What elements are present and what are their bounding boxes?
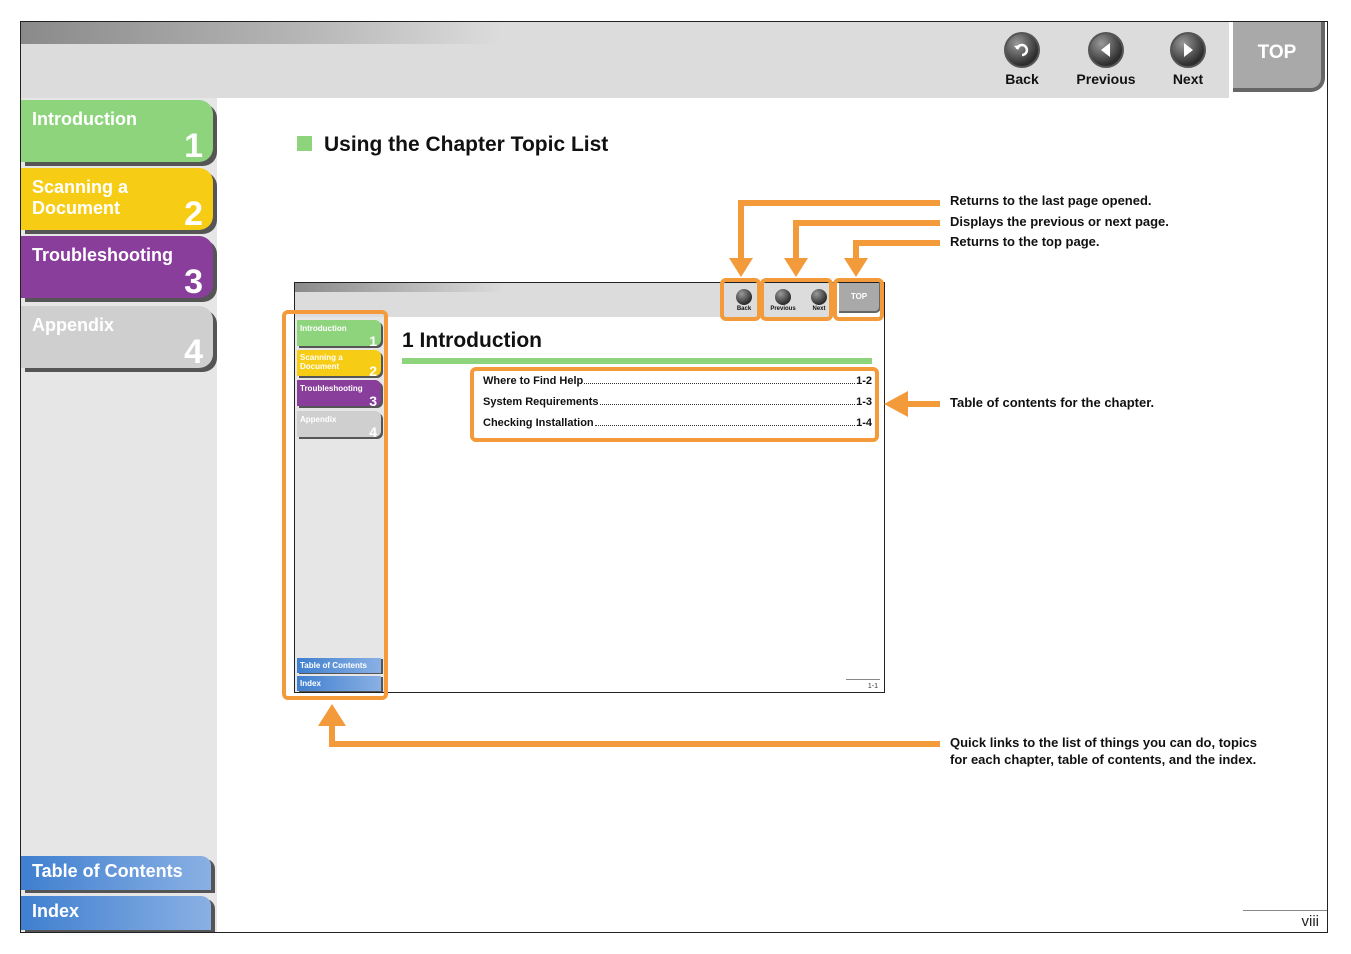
sidebar-item-troubleshooting[interactable]: Troubleshooting 3 <box>21 236 213 301</box>
callout-top: Returns to the top page. <box>950 234 1100 249</box>
mini-toc-title: Where to Find Help <box>483 375 584 387</box>
chapter-label: Introduction <box>32 109 137 129</box>
mini-top-button: TOP <box>839 283 881 313</box>
previous-button[interactable]: Previous <box>1071 32 1141 94</box>
mini-chapter-label: Troubleshooting <box>300 384 363 393</box>
sidebar-item-appendix[interactable]: Appendix 4 <box>21 306 213 371</box>
chapter-label: Troubleshooting <box>32 245 173 265</box>
mini-table-of-contents-link: Table of Contents <box>297 658 381 673</box>
sidebar-index-link[interactable]: Index <box>21 896 211 930</box>
mini-toc-title: System Requirements <box>483 396 599 408</box>
mini-chapter-troubleshooting: Troubleshooting 3 <box>297 380 381 409</box>
mini-toc-row: Where to Find Help 1-2 <box>483 375 872 387</box>
mini-back-icon <box>736 289 752 305</box>
mini-toc-leader <box>584 375 856 384</box>
mini-toc-title: Checking Installation <box>483 417 594 429</box>
top-button[interactable]: TOP <box>1229 22 1327 98</box>
sidebar-table-of-contents-link[interactable]: Table of Contents <box>21 856 211 890</box>
page-number: viii <box>1301 913 1320 930</box>
next-icon <box>1170 32 1206 68</box>
mini-chapter-appendix: Appendix 4 <box>297 411 381 440</box>
mini-toc-page: 1-3 <box>856 396 872 408</box>
mini-chapter-label: Introduction <box>300 324 347 333</box>
chapter-label: Scanning a Document <box>32 177 129 218</box>
mini-next-button: Next <box>802 289 836 312</box>
previous-label: Previous <box>1076 71 1136 87</box>
mini-previous-label: Previous <box>770 306 796 312</box>
callout-toc: Table of contents for the chapter. <box>950 395 1155 410</box>
chapter-number: 4 <box>184 333 203 371</box>
callout-quick-links-line1: Quick links to the list of things you ca… <box>950 735 1257 750</box>
sidebar: Introduction 1 Scanning a Document 2 Tro… <box>21 98 217 932</box>
mini-chapter-introduction: Introduction 1 <box>297 320 381 349</box>
mini-chapter-label-line2: Document <box>300 362 340 371</box>
page-frame: Back Previous Next TOP Introduction 1 Sc… <box>20 21 1328 933</box>
mini-toc-row: Checking Installation 1-4 <box>483 417 872 429</box>
mini-toc-row: System Requirements 1-3 <box>483 396 872 408</box>
mini-chapter-label-line1: Scanning a <box>300 353 343 362</box>
mini-chapter-number: 2 <box>369 363 377 379</box>
mini-chapter-title: 1 Introduction <box>402 329 542 353</box>
mini-toc-page: 1-2 <box>856 375 872 387</box>
highlight-top-button <box>833 278 884 321</box>
mini-next-icon <box>811 289 827 305</box>
back-button[interactable]: Back <box>987 32 1057 94</box>
mini-chapter-number: 1 <box>369 333 377 349</box>
mini-chapter-label: Appendix <box>300 415 337 424</box>
header-stripe <box>21 22 501 44</box>
mini-chapter-number: 3 <box>369 393 377 409</box>
mini-chapter-number: 4 <box>369 424 377 440</box>
mini-previous-icon <box>775 289 791 305</box>
mini-chapter-scanning: Scanning a Document 2 <box>297 350 381 379</box>
mini-back-label: Back <box>736 306 752 312</box>
page-title: Using the Chapter Topic List <box>297 133 608 157</box>
next-button[interactable]: Next <box>1153 32 1223 94</box>
mini-title-rule <box>402 358 872 364</box>
mini-footer-rule <box>846 679 880 680</box>
chapter-number: 2 <box>184 195 203 233</box>
mini-back-button: Back <box>727 289 761 312</box>
page-title-text: Using the Chapter Topic List <box>324 133 609 156</box>
sidebar-item-scanning-a-document[interactable]: Scanning a Document 2 <box>21 168 213 233</box>
chapter-label: Appendix <box>32 315 115 335</box>
callout-quick-links: Quick links to the list of things you ca… <box>950 734 1257 768</box>
mini-sidebar: Introduction 1 Scanning a Document 2 Tro… <box>295 317 385 692</box>
chapter-number: 1 <box>184 127 203 165</box>
sidebar-item-introduction[interactable]: Introduction 1 <box>21 100 213 165</box>
mini-chapter-title-number: 1 <box>402 329 414 352</box>
mini-toc-leader <box>599 396 856 405</box>
mini-header-stripe <box>295 283 505 292</box>
highlight-prev-next-buttons <box>760 278 833 321</box>
callout-prev-next: Displays the previous or next page. <box>950 214 1169 229</box>
back-label: Back <box>1005 71 1039 87</box>
mini-previous-button: Previous <box>766 289 800 312</box>
mini-toc-page: 1-4 <box>856 417 872 429</box>
previous-icon <box>1088 32 1124 68</box>
mini-page-number: 1-1 <box>867 683 878 690</box>
mini-next-label: Next <box>812 306 826 312</box>
mini-toc-leader <box>594 417 856 426</box>
mini-index-link: Index <box>297 676 381 691</box>
next-label: Next <box>1172 71 1204 87</box>
highlight-quick-links <box>282 310 388 700</box>
chapter-number: 3 <box>184 263 203 301</box>
page-number-rule <box>1243 910 1327 911</box>
highlight-chapter-toc <box>470 367 879 442</box>
green-square-icon <box>297 135 312 151</box>
highlight-back-button <box>720 278 761 321</box>
top-label: TOP <box>1233 22 1325 92</box>
header-bar: Back Previous Next <box>21 22 1229 98</box>
mini-chapter-title-text: Introduction <box>419 329 543 352</box>
callout-back: Returns to the last page opened. <box>950 193 1152 208</box>
callout-quick-links-line2: for each chapter, table of contents, and… <box>950 752 1257 767</box>
back-icon <box>1004 32 1040 68</box>
